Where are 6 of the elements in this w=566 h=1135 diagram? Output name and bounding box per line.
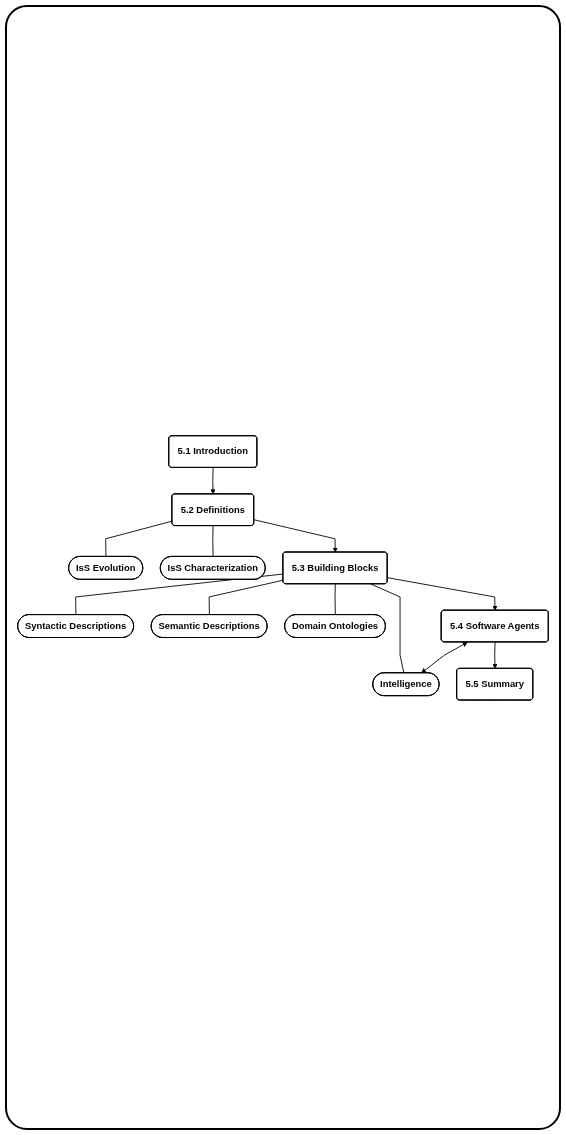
connector (370, 583, 405, 674)
connector (212, 525, 214, 557)
connector (105, 520, 173, 557)
connector (208, 579, 284, 615)
connector (334, 583, 336, 615)
connector (75, 573, 284, 615)
